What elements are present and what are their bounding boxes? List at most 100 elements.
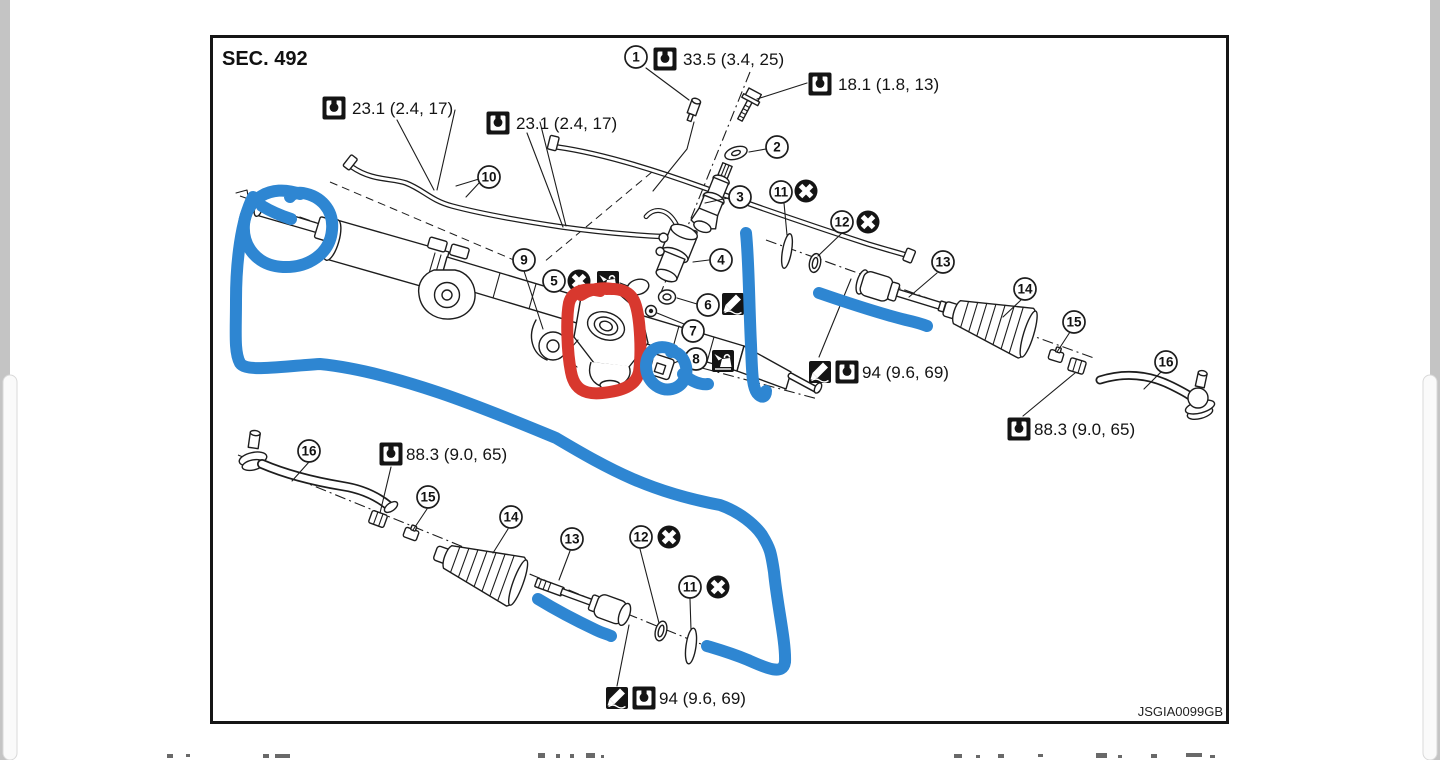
svg-text:11: 11: [774, 185, 789, 200]
part-bubble-6: 6: [696, 293, 720, 317]
part-bubble-5: 5: [542, 269, 566, 293]
grease-pen-icon: [721, 292, 745, 316]
air-bleed-part1: [686, 97, 702, 123]
svg-text:15: 15: [1066, 315, 1082, 330]
svg-text:2: 2: [773, 140, 781, 155]
torque-label-bolt-top: 33.5 (3.4, 25): [683, 50, 784, 69]
svg-text:10: 10: [481, 170, 496, 185]
washer-part2: [724, 145, 748, 161]
cropped-text-remnants: [167, 753, 1215, 758]
svg-text:14: 14: [1017, 282, 1033, 297]
part-bubble-11: 11: [769, 180, 793, 204]
torque-wrench-icon: [486, 111, 510, 135]
part-bubble-16-lower: 16: [297, 439, 321, 463]
torque-wrench-icon: [632, 686, 656, 710]
svg-text:7: 7: [689, 324, 697, 339]
valve-housing-part4: [643, 208, 698, 283]
part-bubble-13: 13: [931, 250, 955, 274]
svg-text:1: 1: [632, 50, 640, 65]
torque-label-locknut-right: 88.3 (9.0, 65): [1034, 420, 1135, 439]
svg-text:11: 11: [683, 580, 698, 595]
part-bubble-7: 7: [681, 319, 705, 343]
svg-text:5: 5: [550, 274, 558, 289]
torque-wrench-icon: [808, 72, 832, 96]
blue-marker-big-loop: [229, 191, 792, 676]
oil-can-icon: [711, 349, 735, 373]
leader-lines: [291, 67, 1162, 687]
svg-text:14: 14: [503, 510, 519, 525]
inner-tie-rod-part13-lower: [534, 577, 632, 627]
grease-pen-icon: [605, 686, 629, 710]
do-not-reuse-icons: [567, 179, 880, 599]
part-bubble-4: 4: [709, 248, 733, 272]
do-not-reuse-x-icon: [706, 575, 730, 599]
torque-wrench-icon: [379, 442, 403, 466]
part-bubble-15-lower: 15: [416, 485, 440, 509]
seal-blade-part11: [780, 233, 794, 269]
o-ring-part12: [808, 252, 822, 274]
svg-text:12: 12: [834, 215, 849, 230]
part-bubble-1: 1: [624, 45, 648, 69]
grease-pen-icon: [808, 360, 832, 384]
svg-text:8: 8: [692, 352, 700, 367]
torque-wrench-icon: [653, 47, 677, 71]
marker-annotations: [229, 184, 933, 676]
torque-label-pipe-right: 23.1 (2.4, 17): [516, 114, 617, 133]
do-not-reuse-x-icon: [856, 210, 880, 234]
input-shaft-part3: [690, 162, 733, 234]
svg-text:16: 16: [301, 444, 317, 459]
blue-marker-vertical-stroke: [740, 227, 772, 403]
part-bubble-12-lower: 12: [629, 525, 653, 549]
red-marker-circle-pinion: [561, 282, 647, 400]
viewer-right-edge: [1422, 0, 1440, 760]
torque-wrench-icon: [322, 96, 346, 120]
tie-rod-chain-lower: [238, 429, 698, 665]
tie-rod-chain-upper: [780, 233, 1216, 420]
torque-label-inner-socket-top: 94 (9.6, 69): [862, 363, 949, 382]
part-bubble-2: 2: [765, 135, 789, 159]
svg-text:4: 4: [717, 253, 725, 268]
svg-text:15: 15: [420, 490, 436, 505]
part-bubble-9: 9: [512, 248, 536, 272]
part-bubble-13-lower: 13: [560, 527, 584, 551]
part-bubble-15: 15: [1062, 310, 1086, 334]
torque-wrench-icon: [835, 360, 859, 384]
part-bubble-11-lower: 11: [678, 575, 702, 599]
svg-text:12: 12: [633, 530, 648, 545]
blue-marker-underline-upper-rod: [813, 287, 933, 332]
svg-text:16: 16: [1158, 355, 1174, 370]
do-not-reuse-x-icon: [794, 179, 818, 203]
figure-frame: [210, 35, 1229, 724]
part-bubble-14-lower: 14: [499, 505, 523, 529]
retainer-part7: [644, 304, 658, 318]
viewer-left-edge: [0, 0, 18, 760]
part-bubble-3: 3: [728, 185, 752, 209]
svg-text:9: 9: [520, 253, 528, 268]
section-label: SEC. 492: [222, 48, 308, 70]
svg-text:6: 6: [704, 298, 712, 313]
blue-marker-small-circle-plug: [640, 341, 714, 396]
part-bubble-14: 14: [1013, 277, 1037, 301]
torque-label-locknut-left: 88.3 (9.0, 65): [406, 445, 507, 464]
outer-tie-rod-part16-lower: [238, 429, 399, 514]
o-ring-part12-lower: [654, 620, 668, 642]
torque-label-inner-socket-bottom: 94 (9.6, 69): [659, 689, 746, 708]
do-not-reuse-x-icon: [657, 525, 681, 549]
torque-callouts: 33.5 (3.4, 25) 18.1 (1.8, 13) 23.1 (2.4,…: [322, 47, 1135, 710]
torque-label-pipe-left: 23.1 (2.4, 17): [352, 99, 453, 118]
part-bubbles: 1 2 3 4 5 6 7 8 9 10 11 12 13 14 15 16 1…: [297, 45, 1178, 599]
torque-label-mount-bolt: 18.1 (1.8, 13): [838, 75, 939, 94]
svg-text:3: 3: [736, 190, 744, 205]
seal-part6: [657, 289, 677, 305]
blue-marker-underline-lower-rod: [532, 593, 617, 642]
svg-text:13: 13: [564, 532, 580, 547]
torque-wrench-icon: [1007, 417, 1031, 441]
seal-blade-part11-lower: [684, 627, 698, 665]
part-bubble-12: 12: [830, 210, 854, 234]
part-bubble-16: 16: [1154, 350, 1178, 374]
part-bubble-10: 10: [477, 165, 501, 189]
svg-text:13: 13: [935, 255, 951, 270]
figure-code: JSGIA0099GB: [1138, 704, 1223, 719]
